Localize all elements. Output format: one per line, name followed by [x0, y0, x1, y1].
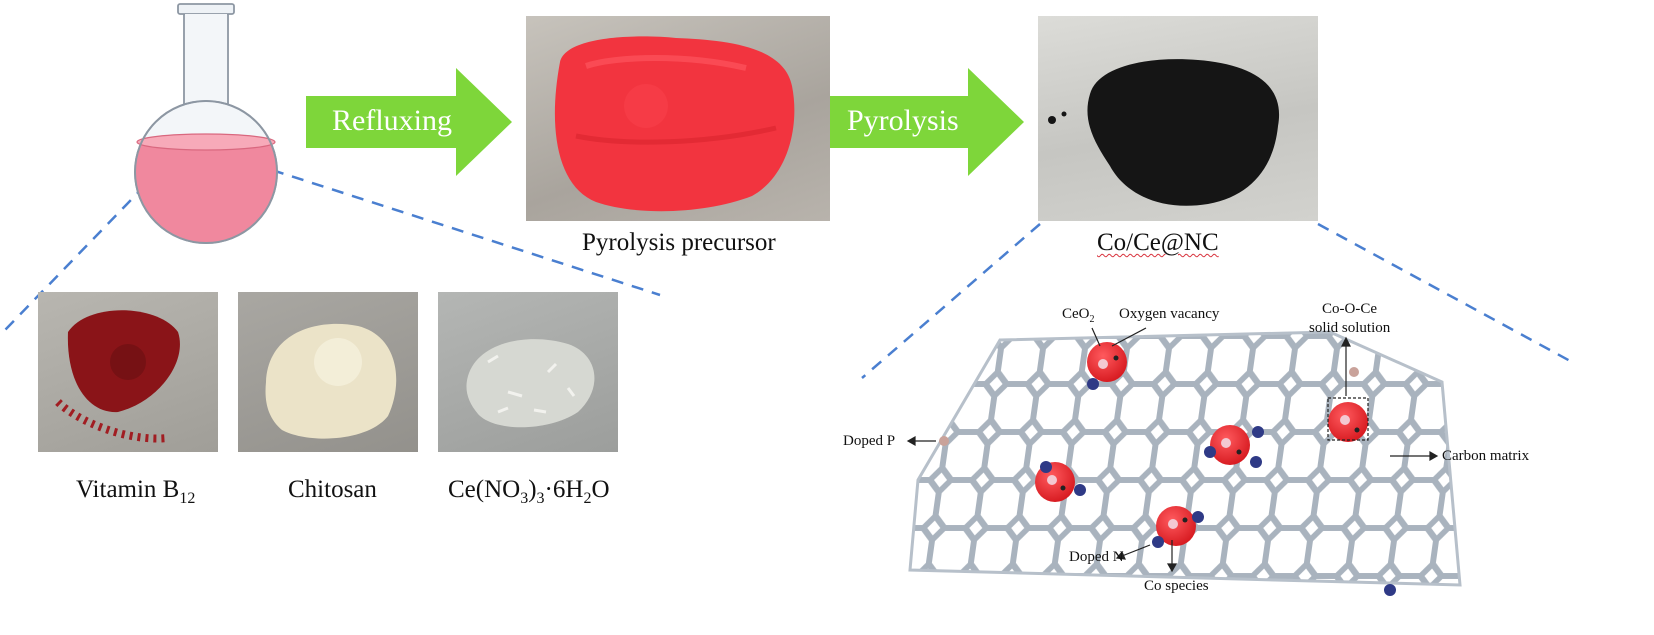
pyrolysis-arrow [818, 68, 1024, 176]
oxygen-vacancy-label: Oxygen vacancy [1119, 306, 1220, 322]
vitamin-b12-photo [38, 292, 218, 452]
cerium-nitrate-label: Ce(NO3)3·6H2O [448, 476, 610, 507]
refluxing-label: Refluxing [332, 104, 452, 137]
product-photo [1038, 16, 1318, 221]
doped-n-atoms [1040, 378, 1396, 596]
doped-p-label: Doped P [843, 433, 896, 449]
solid-solution-label-1: Co-O-Ce [1322, 301, 1377, 317]
product-caption: Co/Ce@NC [1097, 229, 1219, 256]
product-right-connector [1317, 222, 1573, 364]
precursor-photo [526, 16, 830, 221]
doped-p-atoms [939, 367, 1359, 446]
product-left-connector [861, 223, 1041, 379]
solid-solution-box [1327, 397, 1369, 441]
pyrolysis-label: Pyrolysis [847, 104, 959, 137]
carbon-matrix-label: Carbon matrix [1442, 448, 1530, 464]
flask-icon [134, 3, 278, 244]
chitosan-label: Chitosan [288, 476, 377, 503]
doped-n-label: Doped N [1069, 549, 1124, 565]
flask-right-connector [271, 168, 661, 297]
solid-solution-label-2: solid solution [1309, 320, 1391, 336]
precursor-caption: Pyrolysis precursor [582, 229, 776, 256]
ceo2-label: CeO2 [1062, 306, 1095, 325]
refluxing-arrow [306, 68, 512, 176]
nanoparticles [1035, 342, 1368, 546]
vitamin-b12-label: Vitamin B12 [76, 476, 196, 507]
co-species-label: Co species [1144, 578, 1209, 594]
flask-left-connector [4, 169, 161, 331]
cerium-nitrate-photo [438, 292, 618, 452]
chitosan-photo [238, 292, 418, 452]
